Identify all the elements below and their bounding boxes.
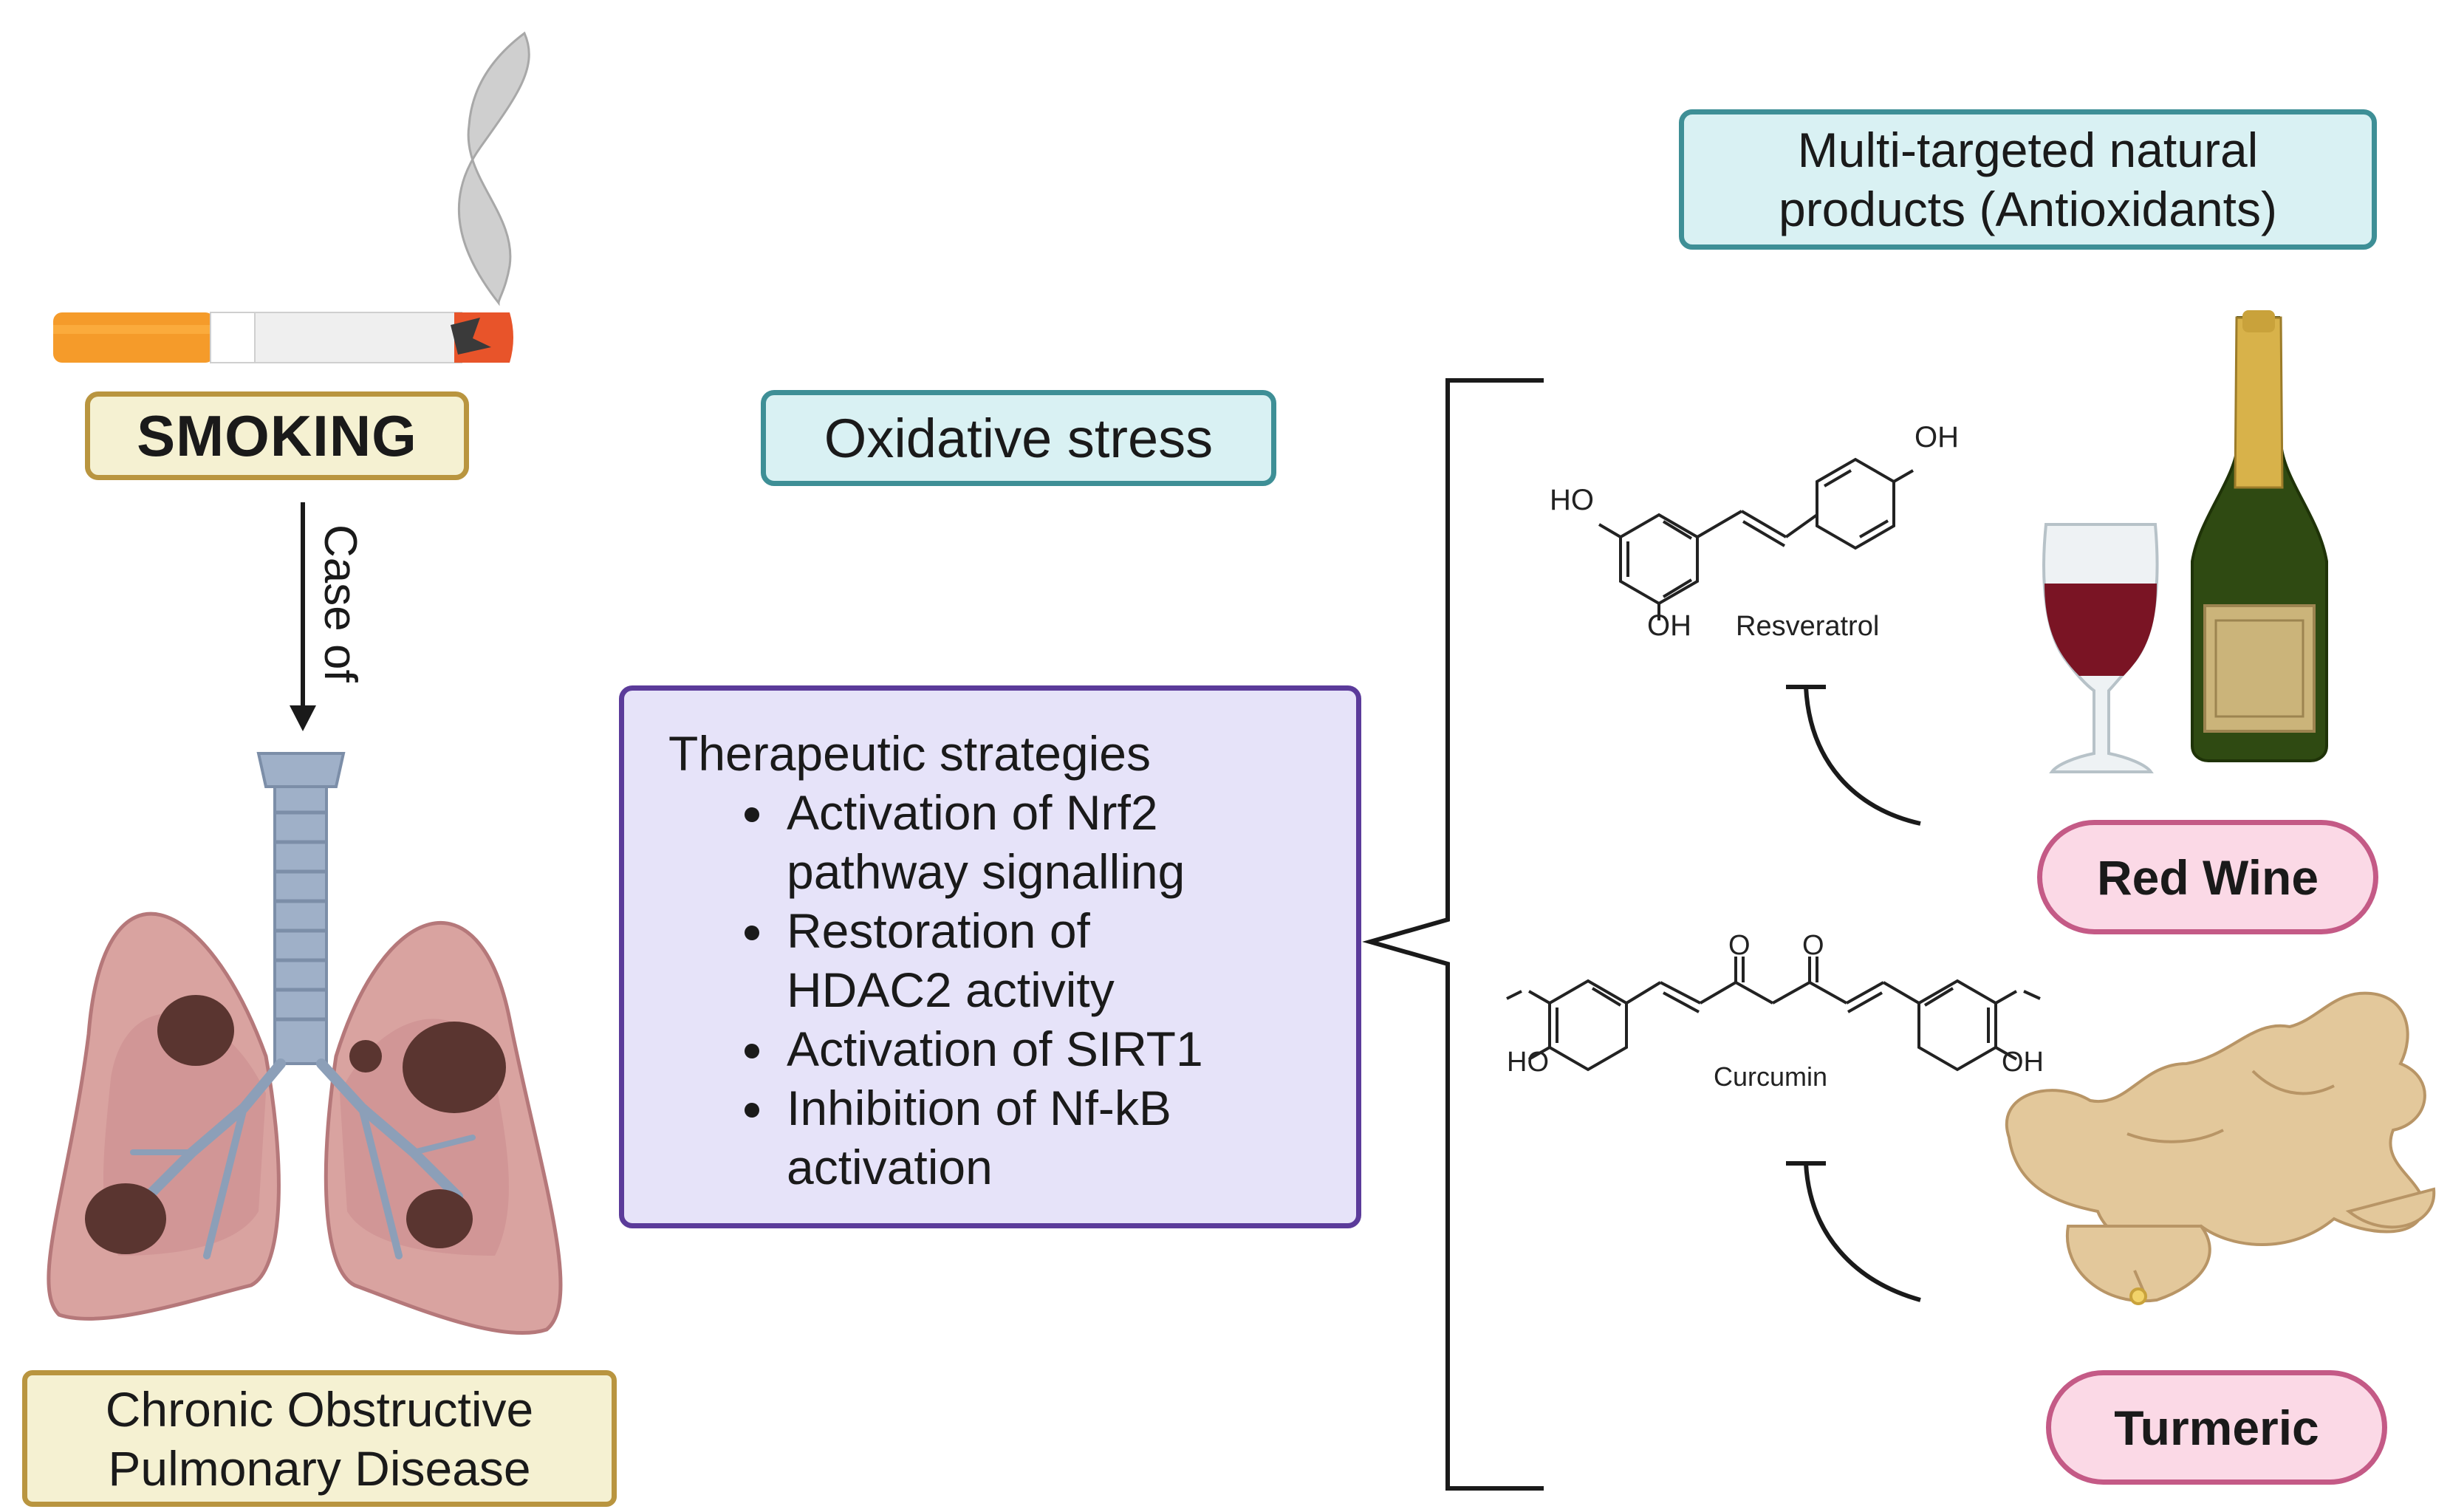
curcumin-o2: O [1802, 930, 1824, 961]
therapeutic-item-line2: HDAC2 activity [787, 962, 1115, 1017]
red-wine-label: Red Wine [2037, 820, 2378, 934]
bracket [1362, 378, 1544, 1491]
lungs-icon [47, 752, 563, 1335]
therapeutic-list: Activation of Nrf2 pathway signalling Re… [668, 783, 1327, 1197]
therapeutic-item-line1: Activation of Nrf2 [787, 785, 1158, 840]
curcumin-o1: O [1728, 930, 1751, 961]
curcumin-structure [1506, 957, 2041, 1072]
cigarette-filter [53, 312, 214, 363]
natural-products-line2: products (Antioxidants) [1779, 182, 2277, 236]
red-wine-text: Red Wine [2096, 849, 2319, 905]
therapeutic-item: Inhibition of Nf-kB activation [779, 1078, 1327, 1197]
wine-glass-icon [2042, 523, 2159, 773]
copd-text-line1: Chronic Obstructive [105, 1381, 534, 1437]
curcumin-oh: OH [2002, 1047, 2044, 1078]
therapeutic-title: Therapeutic strategies [668, 726, 1152, 781]
copd-label: Chronic Obstructive Pulmonary Disease [22, 1370, 617, 1507]
smoke [457, 31, 530, 307]
case-of-label: Case of [315, 524, 366, 683]
resveratrol-oh-top: OH [1915, 421, 1959, 454]
turmeric-label: Turmeric [2046, 1370, 2387, 1485]
curcumin-inhibition-arrow [1786, 1161, 1921, 1302]
natural-products-label: Multi-targeted natural products (Antioxi… [1679, 109, 2377, 250]
cigarette-icon [53, 31, 530, 363]
bottle-icon [2191, 310, 2328, 762]
resveratrol-oh-bottom: OH [1647, 609, 1691, 642]
resveratrol-ho: HO [1550, 484, 1594, 516]
smoking-label: SMOKING [85, 391, 469, 480]
turmeric-text: Turmeric [2114, 1400, 2319, 1455]
curcumin-name: Curcumin [1714, 1061, 1827, 1092]
causal-arrow [290, 502, 316, 731]
natural-products-line1: Multi-targeted natural [1797, 123, 2259, 177]
smoking-text: SMOKING [137, 403, 417, 468]
turmeric-root-icon [2005, 991, 2436, 1305]
therapeutic-item-line1: Restoration of [787, 903, 1090, 958]
resveratrol-name: Resveratrol [1736, 611, 1879, 642]
curcumin-ho: HO [1507, 1047, 1549, 1078]
therapeutic-strategies-box: Therapeutic strategies Activation of Nrf… [619, 685, 1361, 1228]
therapeutic-item: Restoration of HDAC2 activity [779, 901, 1327, 1019]
therapeutic-item-line2: activation [787, 1140, 993, 1194]
copd-text-line2: Pulmonary Disease [108, 1440, 531, 1496]
oxidative-stress-text: Oxidative stress [824, 407, 1214, 469]
resveratrol-structure [1598, 457, 1914, 620]
therapeutic-item: Activation of SIRT1 [779, 1019, 1327, 1078]
therapeutic-item-line1: Activation of SIRT1 [787, 1022, 1203, 1076]
resveratrol-inhibition-arrow [1786, 685, 1921, 826]
therapeutic-item-line2: pathway signalling [787, 844, 1185, 899]
oxidative-stress-label: Oxidative stress [761, 390, 1276, 486]
therapeutic-item-line1: Inhibition of Nf-kB [787, 1081, 1171, 1135]
therapeutic-item: Activation of Nrf2 pathway signalling [779, 783, 1327, 901]
